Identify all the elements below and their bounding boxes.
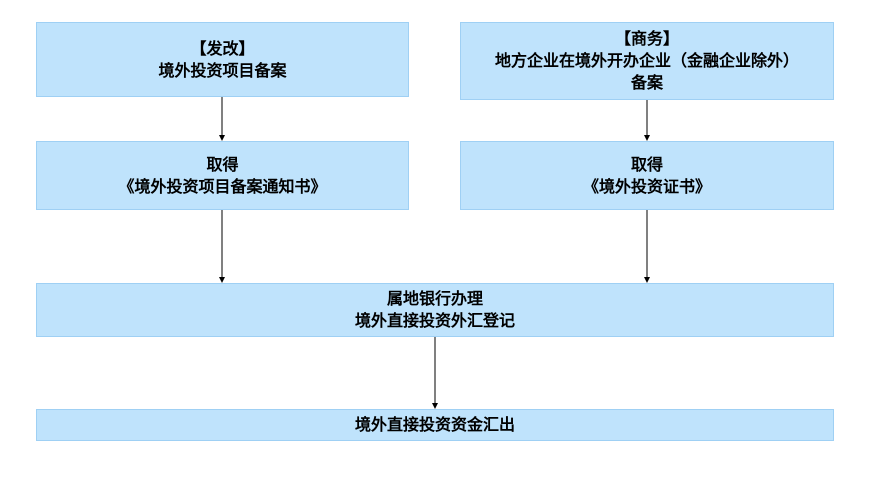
- shangwu-heading: 【商务】: [614, 29, 679, 48]
- obtain-filing-notice-box: 取得 《境外投资项目备案通知书》: [36, 141, 409, 210]
- obtain-certificate-box: 取得 《境外投资证书》: [460, 141, 834, 210]
- fagai-heading: 【发改】: [190, 38, 255, 58]
- fagai-text: 境外投资项目备案: [158, 60, 287, 80]
- shangwu-filing-box: 【商务】 地方企业在境外开办企业（金融企业除外） 备案: [460, 22, 834, 100]
- obtain-left-label: 取得: [206, 154, 239, 174]
- registration-text: 境外直接投资外汇登记: [354, 311, 515, 330]
- certificate-text: 《境外投资证书》: [582, 176, 711, 196]
- bank-registration-box: 属地银行办理 境外直接投资外汇登记: [36, 283, 834, 337]
- fund-remittance-box: 境外直接投资资金汇出: [36, 409, 834, 441]
- shangwu-text: 地方企业在境外开办企业（金融企业除外）: [494, 51, 799, 70]
- remittance-text: 境外直接投资资金汇出: [354, 415, 515, 434]
- shangwu-text-2: 备案: [630, 73, 663, 92]
- fagai-filing-box: 【发改】 境外投资项目备案: [36, 22, 409, 97]
- obtain-right-label: 取得: [630, 154, 663, 174]
- bank-text: 属地银行办理: [386, 289, 483, 308]
- filing-notice-text: 《境外投资项目备案通知书》: [118, 176, 327, 196]
